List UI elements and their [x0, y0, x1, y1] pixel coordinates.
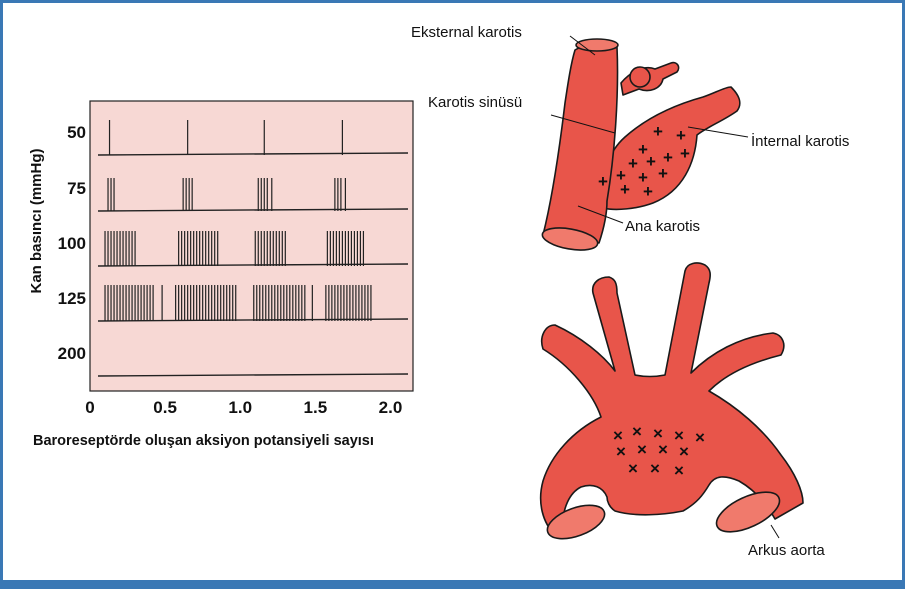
x-tick-0: 0: [85, 398, 94, 417]
y-category-labels: 50 75 100 125 200: [58, 123, 86, 363]
plot-area: [90, 101, 413, 391]
x-tick-1: 0.5: [153, 398, 177, 417]
aortic-receptor-mark-8: ×: [679, 442, 689, 461]
label-external-carotid: Eksternal karotis: [411, 24, 522, 41]
y-axis-label: Kan basıncı (mmHg): [28, 148, 45, 293]
carotid-receptor-mark-12: +: [643, 182, 653, 201]
carotid-receptor-mark-0: +: [653, 122, 663, 141]
aortic-arch: ×××××××××××× Arkus aorta: [541, 263, 826, 559]
aortic-receptor-mark-4: ×: [695, 428, 705, 447]
aortic-receptor-mark-11: ×: [674, 461, 684, 480]
x-tick-3: 1.5: [304, 398, 328, 417]
x-axis-label: Baroreseptörde oluşan aksiyon potansiyel…: [33, 433, 374, 449]
label-aortic-arch: Arkus aorta: [748, 542, 825, 559]
leader-aortic: [771, 525, 779, 538]
x-tick-4: 2.0: [379, 398, 403, 417]
aortic-receptor-mark-9: ×: [628, 459, 638, 478]
figure-canvas: 50 75 100 125 200 0 0.5 1.0 1.5 2.0 Kan basıncı …: [3, 3, 902, 580]
aortic-receptor-mark-10: ×: [650, 459, 660, 478]
y-category-125: 125: [58, 289, 86, 308]
label-carotid-sinus: Karotis sinüsü: [428, 94, 522, 111]
carotid-receptor-mark-1: +: [676, 126, 686, 145]
y-category-200: 200: [58, 344, 86, 363]
y-category-75: 75: [67, 179, 86, 198]
x-tick-2: 1.0: [228, 398, 252, 417]
y-category-100: 100: [58, 234, 86, 253]
carotid-receptor-mark-3: +: [628, 154, 638, 173]
aortic-receptor-mark-1: ×: [632, 422, 642, 441]
aortic-receptor-mark-6: ×: [637, 440, 647, 459]
common-carotid: [543, 44, 618, 243]
carotid-receptor-mark-10: +: [598, 172, 608, 191]
side-branch-bulb: [630, 67, 650, 87]
spike-chart: 50 75 100 125 200 0 0.5 1.0 1.5 2.0 Kan basıncı …: [28, 101, 413, 449]
carotid-bifurcation: +++++++++++++ Eksternal karotis Karotis …: [411, 24, 849, 254]
label-common-carotid: Ana karotis: [625, 218, 700, 235]
carotid-receptor-mark-6: +: [680, 144, 690, 163]
aortic-receptor-mark-5: ×: [616, 442, 626, 461]
aortic-receptor-mark-7: ×: [658, 440, 668, 459]
y-category-50: 50: [67, 123, 86, 142]
carotid-receptor-mark-9: +: [658, 164, 668, 183]
label-internal-carotid: İnternal karotis: [751, 132, 849, 150]
carotid-receptor-mark-11: +: [620, 180, 630, 199]
x-tick-labels: 0 0.5 1.0 1.5 2.0: [85, 398, 402, 417]
